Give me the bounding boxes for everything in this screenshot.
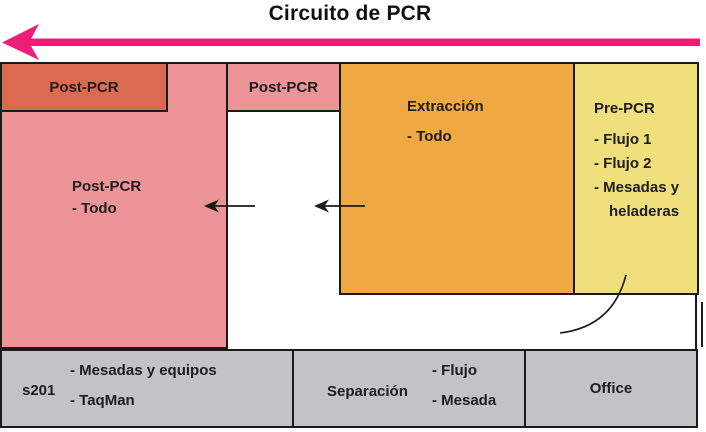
room-label: Pre-PCR xyxy=(594,100,655,117)
room-item: - Flujo 1 xyxy=(594,131,652,148)
room-item: - Todo xyxy=(407,128,452,145)
room-label: Extracción xyxy=(407,98,484,115)
room-label: Post-PCR xyxy=(72,178,142,195)
flow-direction-arrow-icon xyxy=(2,24,700,60)
room-items: - Flujo - Mesada xyxy=(432,356,496,416)
room-item: - TaqMan xyxy=(70,392,135,409)
room-item: heladeras xyxy=(609,203,680,220)
room-items: - Mesadas y equipos - TaqMan xyxy=(70,356,217,416)
room-post-pcr-main-text: Post-PCR - Todo xyxy=(72,176,141,220)
room-item: - Mesada xyxy=(432,392,497,409)
room-post-pcr-top: Post-PCR xyxy=(0,62,168,112)
room-pre-pcr: Pre-PCR - Flujo 1 - Flujo 2 - Mesadas y … xyxy=(573,62,699,295)
room-extraccion: Extracción - Todo xyxy=(339,62,575,295)
room-label: Office xyxy=(589,380,633,397)
wall-segment xyxy=(695,295,697,349)
room-item: - Mesadas y xyxy=(594,179,680,196)
room-separacion: Separación - Flujo - Mesada xyxy=(292,349,526,428)
room-item: - Flujo xyxy=(432,362,477,379)
room-s201: s201 - Mesadas y equipos - TaqMan xyxy=(0,349,294,428)
room-label: Post-PCR xyxy=(248,78,319,96)
room-item: - Mesadas y equipos xyxy=(70,362,217,379)
wall-segment-outer xyxy=(701,302,703,347)
room-label: Separación xyxy=(327,383,408,400)
room-item: - Flujo 2 xyxy=(594,155,652,172)
room-label: s201 xyxy=(22,382,56,399)
room-office: Office xyxy=(524,349,698,428)
room-item: - Todo xyxy=(72,200,117,217)
room-post-pcr-small: Post-PCR xyxy=(226,62,341,112)
diagram-title: Circuito de PCR xyxy=(268,2,432,25)
room-label: Post-PCR xyxy=(49,78,119,96)
room-items: - Flujo 1 - Flujo 2 - Mesadas y heladera… xyxy=(594,128,679,224)
